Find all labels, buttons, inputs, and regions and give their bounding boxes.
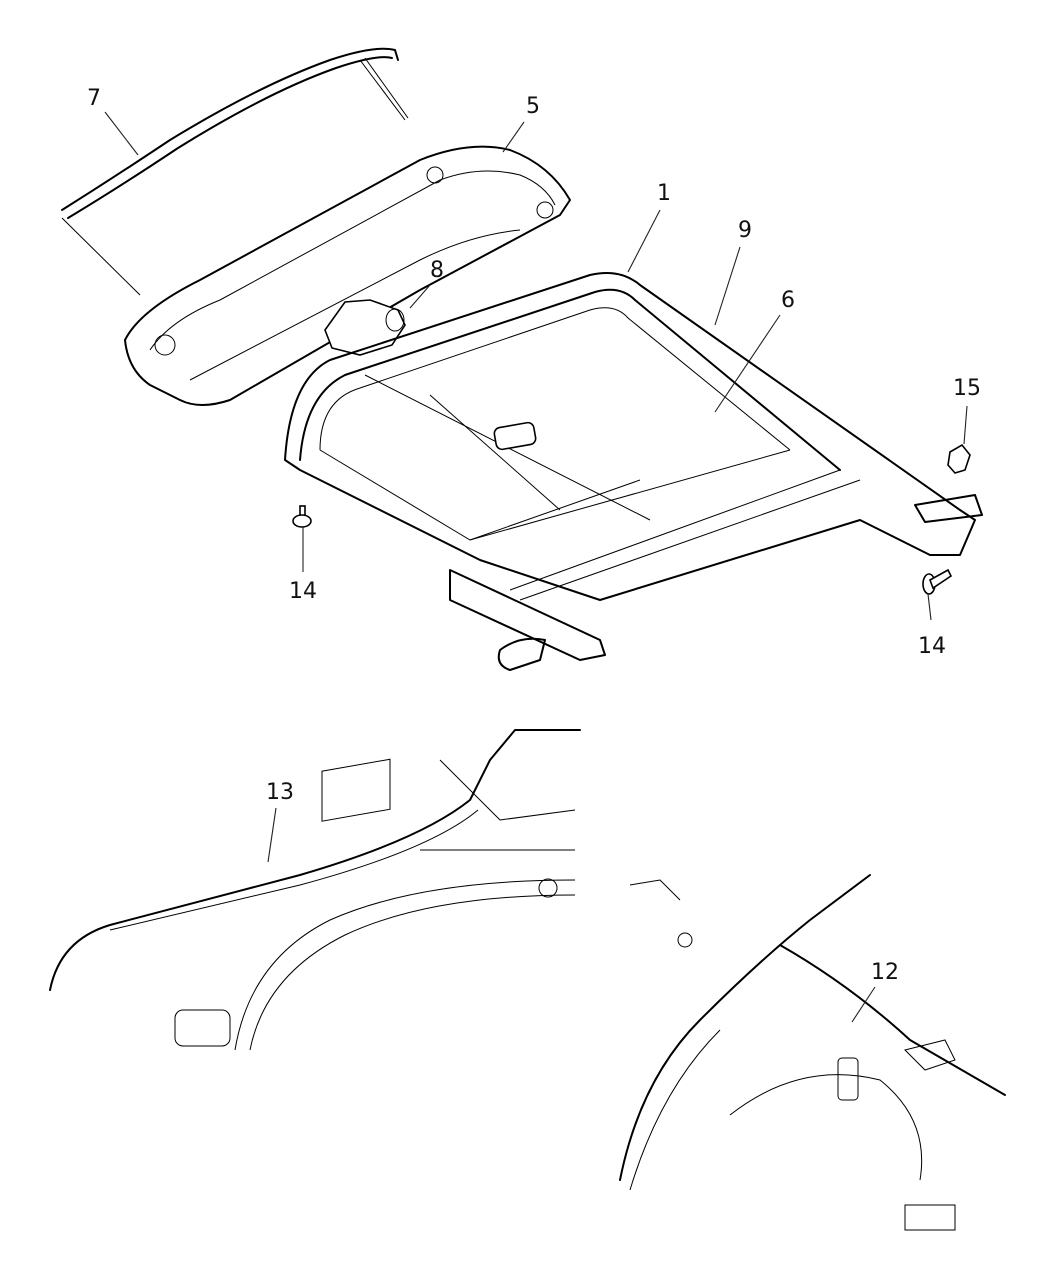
callout-15: 15 (953, 376, 981, 401)
side-panel-front (49, 729, 581, 1051)
callout-13: 13 (266, 780, 294, 805)
sunroof-assembly-part (284, 272, 983, 671)
callout-7: 7 (87, 86, 101, 111)
leader-9 (714, 246, 741, 326)
callout-12: 12 (871, 960, 899, 985)
leader-13 (267, 807, 277, 863)
callout-14-left: 14 (289, 579, 317, 604)
callout-8: 8 (430, 258, 444, 283)
side-panel-rear (619, 874, 1006, 1231)
leader-7 (104, 111, 139, 156)
callout-9: 9 (738, 218, 752, 243)
screw-right-part (922, 568, 953, 595)
callout-1: 1 (657, 181, 671, 206)
callout-5: 5 (526, 94, 540, 119)
leader-14b (927, 593, 932, 621)
wind-deflector-part (61, 47, 409, 296)
leader-15 (963, 405, 968, 445)
leader-8 (409, 284, 431, 309)
leader-1 (627, 209, 661, 273)
leader-12 (851, 986, 876, 1023)
callout-6: 6 (781, 288, 795, 313)
sunroof-frame-front-part (124, 145, 571, 406)
clip-part (947, 443, 971, 474)
leader-5 (502, 121, 525, 153)
screw-left-part (292, 505, 312, 528)
sunroof-motor-part (324, 299, 406, 356)
callout-14-right: 14 (918, 634, 946, 659)
leader-6 (714, 314, 781, 413)
